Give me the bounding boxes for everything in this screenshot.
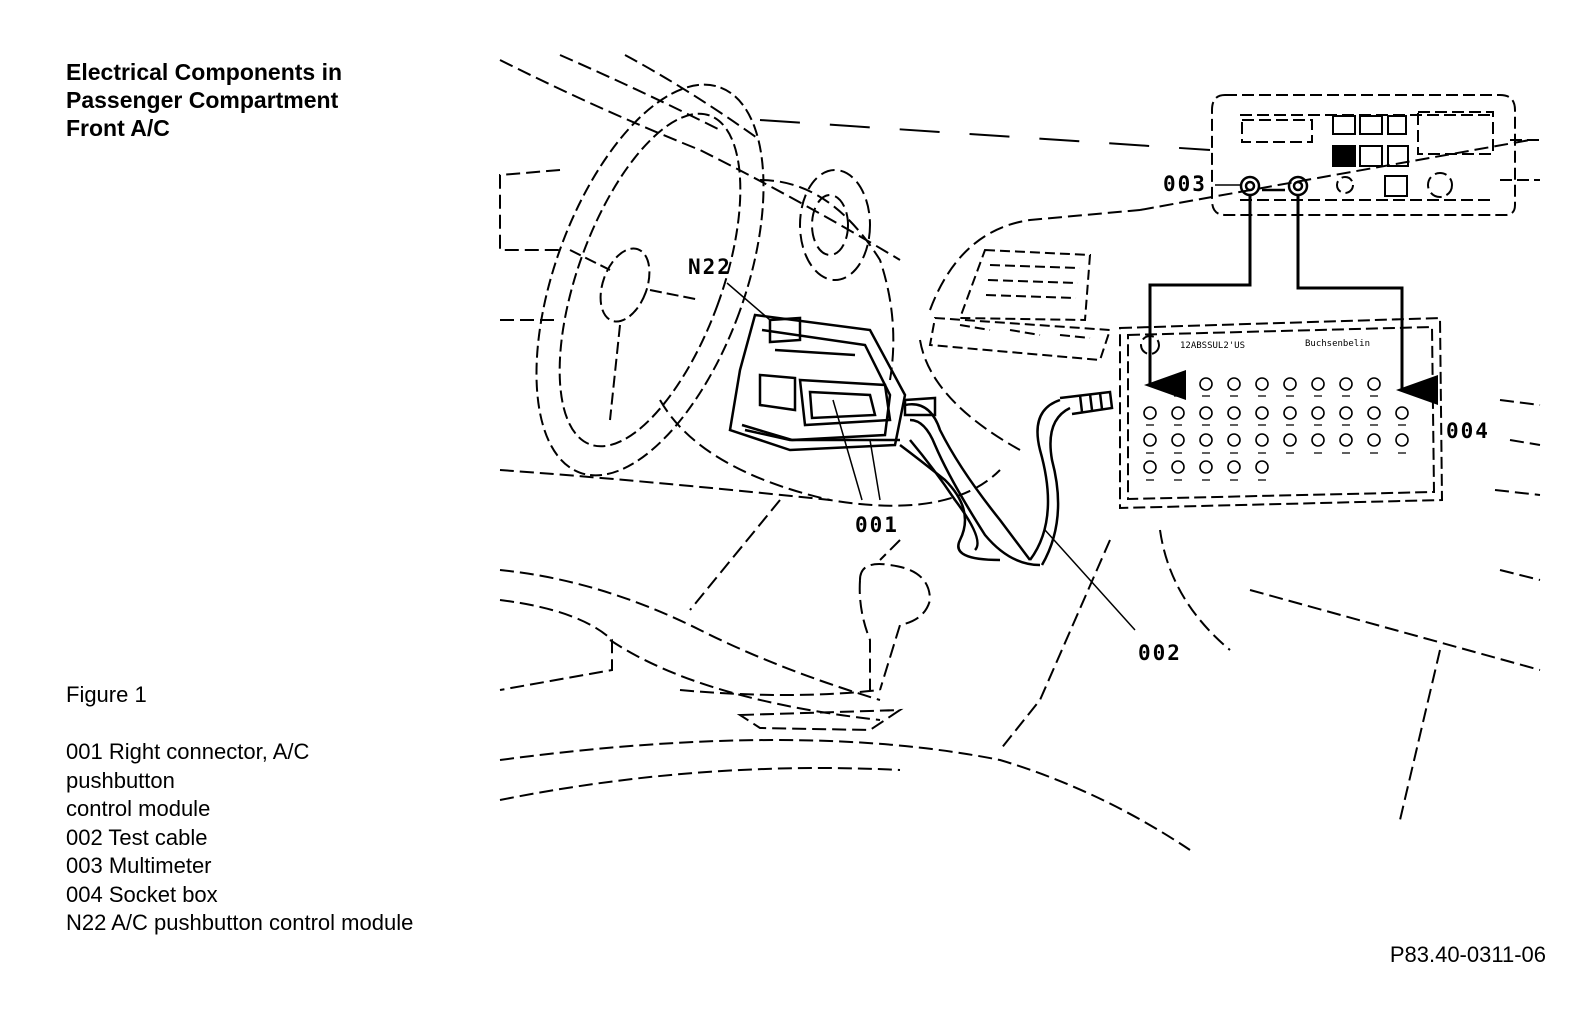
socket-box-header-left: 12ABSSUL2'US [1180, 341, 1245, 351]
center-console [499, 539, 1191, 851]
dashed-leader-lines [759, 119, 1211, 151]
legend-item-001-line3: control module [66, 796, 211, 821]
test-cable [899, 390, 1114, 567]
dashboard-outline [499, 54, 1541, 821]
legend: 001 Right connector, A/C pushbutton cont… [66, 738, 413, 938]
socket-box-header-right: Buchsenbelin [1305, 339, 1370, 349]
title-line-1: Electrical Components in [66, 59, 343, 85]
legend-item-004: 004 Socket box [66, 881, 218, 907]
probe-leads [1144, 196, 1438, 405]
legend-item-002: 002 Test cable [66, 824, 208, 850]
legend-item-003: 003 Multimeter [66, 853, 212, 878]
multimeter-jacks [1239, 175, 1309, 197]
diagram-title: Electrical Components in Passenger Compa… [66, 58, 342, 142]
multimeter [1211, 94, 1540, 216]
center-vent [928, 248, 1112, 362]
n22-control-module [728, 313, 907, 452]
callout-leaders [726, 184, 1240, 631]
steering-wheel [535, 83, 765, 477]
title-line-2: Passenger Compartment [66, 87, 339, 113]
socket-box [1119, 316, 1444, 510]
callout-004: 004 [1446, 419, 1490, 443]
legend-item-001-line2: pushbutton [66, 767, 175, 793]
callout-002: 002 [1138, 641, 1182, 665]
title-line-3: Front A/C [66, 115, 170, 141]
legend-item-n22: N22 A/C pushbutton control module [66, 910, 414, 935]
socket-box-sockets [1143, 377, 1409, 474]
callout-n22: N22 [688, 255, 732, 279]
multimeter-buttons [1332, 115, 1409, 197]
callout-001: 001 [855, 513, 899, 537]
figure-label: Figure 1 [66, 682, 147, 707]
socket-box-pin-marks [1146, 395, 1406, 481]
reference-code: P83.40-0311-06 [1389, 942, 1546, 967]
callout-003: 003 [1163, 172, 1207, 196]
legend-item-001-line1: 001 Right connector, A/C [66, 739, 310, 764]
